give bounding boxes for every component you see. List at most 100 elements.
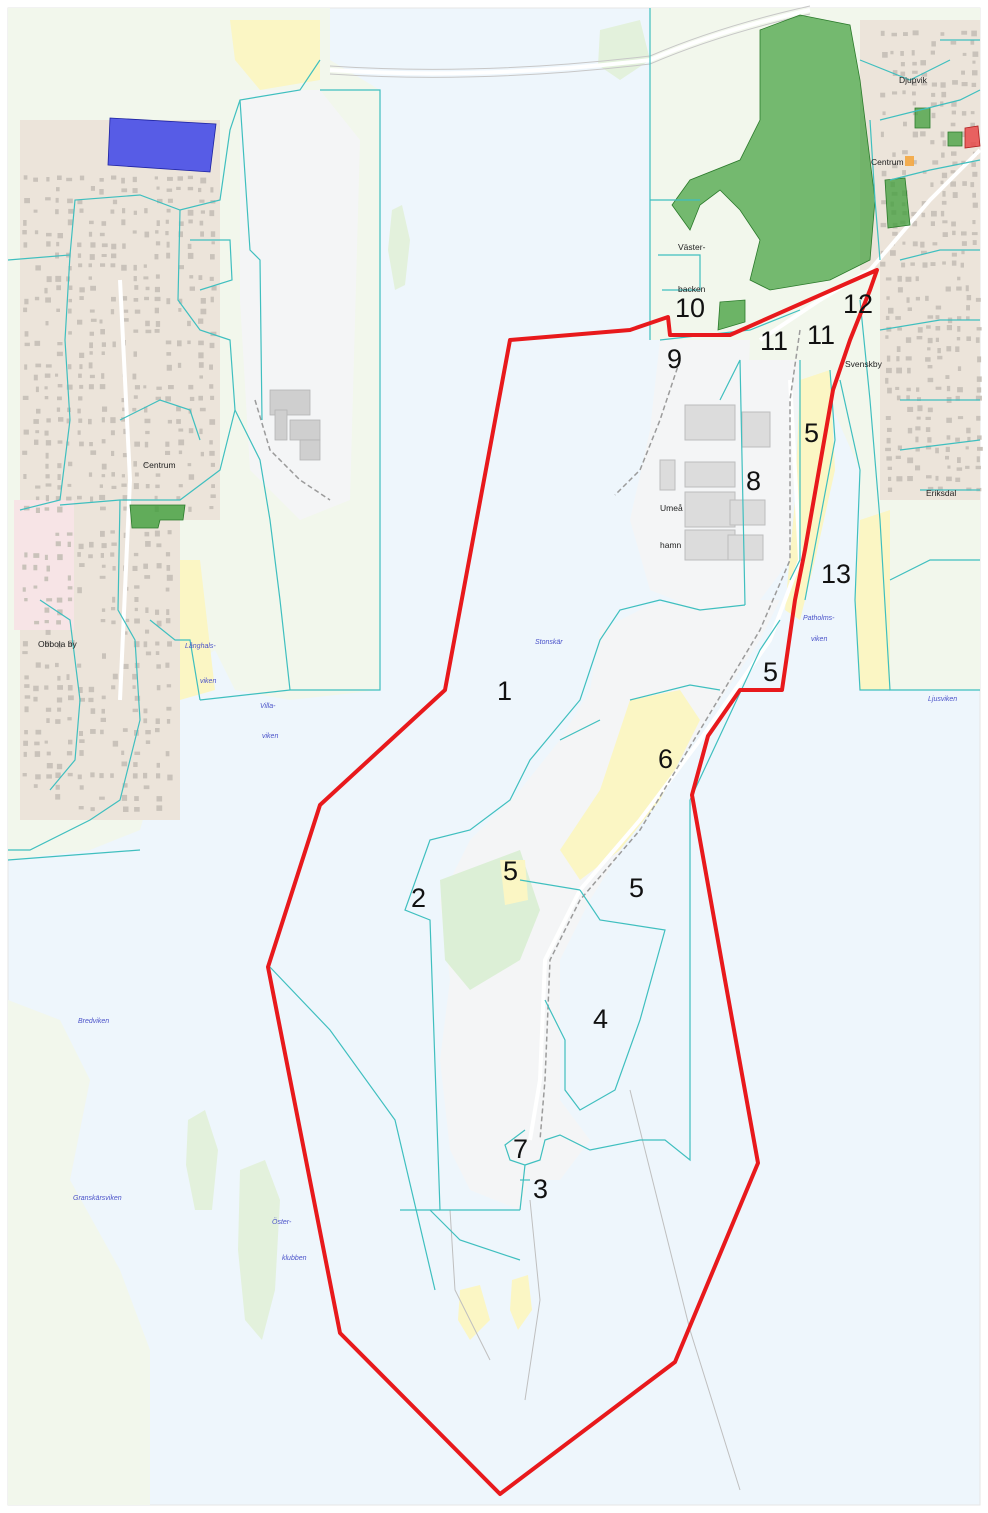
building [927, 347, 931, 351]
zone-5-label-shore-north[interactable]: 5 [804, 418, 819, 448]
building [111, 542, 117, 546]
zone-3-label[interactable]: 3 [533, 1174, 548, 1204]
zone-10-label[interactable]: 10 [675, 293, 705, 323]
building [111, 450, 115, 456]
building [154, 296, 161, 302]
zone-2-label[interactable]: 2 [411, 883, 426, 913]
zone-11-label-b[interactable]: 11 [807, 320, 835, 350]
building [209, 364, 213, 370]
building [101, 463, 107, 470]
zone-5-label-east-water[interactable]: 5 [629, 873, 644, 903]
building [921, 82, 928, 86]
building [970, 182, 975, 188]
building [77, 552, 81, 557]
building [970, 40, 975, 45]
building [917, 405, 923, 412]
building [210, 296, 214, 303]
building [887, 487, 893, 492]
building [977, 446, 983, 451]
zone-5-label-shore-south[interactable]: 5 [763, 657, 778, 687]
building [199, 199, 205, 203]
building [134, 796, 139, 801]
zone-6-label[interactable]: 6 [658, 744, 673, 774]
zone-7-label[interactable]: 7 [513, 1134, 528, 1164]
building [198, 275, 203, 280]
building [89, 351, 93, 355]
building [957, 387, 963, 393]
zone-11-label-a[interactable]: 11 [760, 326, 788, 356]
building [965, 285, 969, 292]
building [957, 326, 961, 332]
green-area-small-4[interactable] [947, 131, 963, 147]
green-area-obbola[interactable] [129, 504, 186, 529]
beach-west-north [230, 20, 320, 90]
building [24, 684, 30, 688]
building [188, 384, 194, 390]
water-label-osterklubben-2: klubben [282, 1255, 307, 1262]
green-area-small-2[interactable] [884, 177, 911, 229]
building [200, 177, 207, 184]
building [935, 326, 941, 331]
zone-5-label-peninsula[interactable]: 5 [503, 856, 518, 886]
building [56, 407, 61, 412]
zone-4-label[interactable]: 4 [593, 1004, 608, 1034]
building [77, 242, 82, 248]
building [956, 337, 961, 341]
building [133, 395, 138, 399]
building [930, 262, 936, 266]
zone-1-label[interactable]: 1 [497, 676, 512, 706]
green-area-vasterbacken[interactable] [671, 14, 876, 291]
red-area-djupvik[interactable] [964, 125, 981, 149]
building [210, 231, 216, 237]
building [133, 552, 139, 557]
building [100, 729, 104, 735]
blue-area-obbola[interactable] [107, 117, 217, 173]
building [143, 385, 147, 389]
building [88, 686, 95, 693]
building [961, 131, 965, 138]
green-area-small-3[interactable] [914, 107, 931, 129]
building [45, 297, 51, 303]
building [33, 784, 38, 788]
building [57, 609, 63, 616]
orange-area-centrum[interactable] [905, 156, 914, 166]
zone-13-label[interactable]: 13 [821, 559, 851, 589]
building [950, 181, 956, 187]
building [35, 485, 41, 489]
place-label-umea-hamn-1: Umeå [660, 503, 683, 513]
building [77, 319, 83, 325]
building [44, 507, 50, 511]
building [46, 565, 50, 572]
building [199, 220, 204, 226]
building [99, 319, 103, 324]
building [133, 641, 140, 648]
building [902, 241, 906, 245]
building [897, 287, 903, 293]
building [100, 329, 105, 335]
building [88, 418, 92, 425]
building [155, 396, 161, 401]
zone-9-label[interactable]: 9 [667, 344, 682, 374]
building [143, 641, 148, 648]
building [930, 50, 935, 55]
zone-8-label[interactable]: 8 [746, 466, 761, 496]
green-area-small-1[interactable] [717, 299, 746, 331]
building [198, 187, 202, 193]
building [900, 51, 904, 56]
building [972, 220, 976, 225]
building [57, 233, 63, 239]
building [112, 596, 116, 603]
zone-12-label[interactable]: 12 [843, 289, 873, 319]
building [165, 552, 171, 557]
building [122, 243, 126, 249]
building [178, 308, 182, 312]
building [122, 208, 126, 214]
building [102, 406, 108, 412]
building [156, 563, 162, 569]
plan-boundary[interactable] [266, 268, 879, 1496]
building [154, 329, 160, 333]
building [975, 465, 981, 470]
zone-numbers: 1 2 3 4 5 5 5 5 6 7 8 9 10 11 11 12 13 [411, 289, 873, 1204]
building [78, 418, 83, 423]
